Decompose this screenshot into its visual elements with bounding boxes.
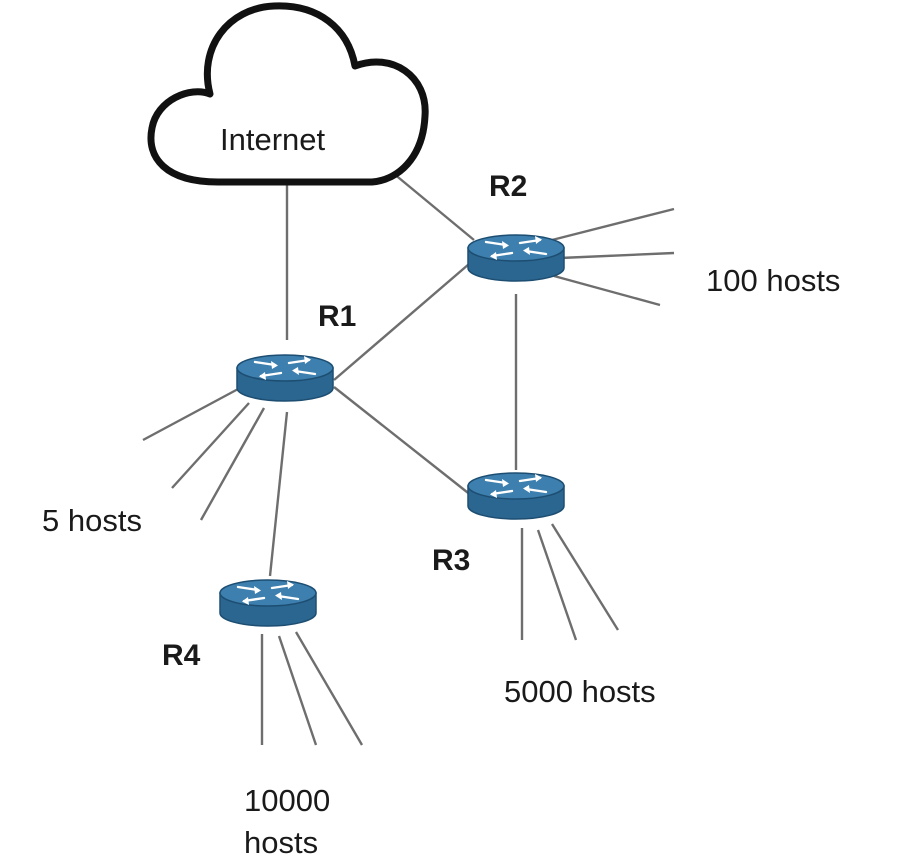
- host-lines-r3: [520, 523, 620, 641]
- host-label-r2: 100 hosts: [706, 263, 841, 298]
- host-label-r4: 10000 hosts: [244, 780, 330, 857]
- router-label-r4: R4: [162, 639, 201, 672]
- host-line: [277, 635, 318, 746]
- host-line: [550, 523, 620, 631]
- link-internet-r2: [392, 172, 475, 241]
- link-lines: [268, 172, 518, 577]
- router-icon: [235, 353, 335, 403]
- host-lines-r1: [142, 386, 266, 521]
- host-lines-r4: [260, 631, 364, 746]
- router-icon: [218, 578, 318, 628]
- link-r1-r4: [268, 411, 289, 577]
- host-line: [551, 207, 675, 242]
- host-label-r4-line2: hosts: [244, 824, 319, 857]
- host-lines-r2: [551, 207, 675, 307]
- cloud-label: Internet: [220, 122, 326, 157]
- cloud-icon: [147, 2, 429, 186]
- host-line: [559, 251, 675, 260]
- router-icon: [466, 471, 566, 521]
- link-r1-r2: [333, 257, 477, 381]
- router-label-r3: R3: [432, 544, 471, 577]
- router-label-r2: R2: [489, 170, 528, 203]
- router-icon: [466, 233, 566, 283]
- router-label-r1: R1: [318, 300, 357, 333]
- host-line: [536, 529, 578, 641]
- host-label-r1: 5 hosts: [42, 503, 142, 538]
- host-label-r4-line1: 10000: [244, 783, 331, 818]
- host-line: [171, 402, 250, 489]
- link-r1-r3: [333, 386, 473, 497]
- host-label-r3: 5000 hosts: [504, 674, 656, 709]
- host-line: [553, 274, 661, 307]
- host-line: [199, 407, 266, 521]
- host-line: [294, 631, 364, 746]
- host-line: [142, 386, 241, 442]
